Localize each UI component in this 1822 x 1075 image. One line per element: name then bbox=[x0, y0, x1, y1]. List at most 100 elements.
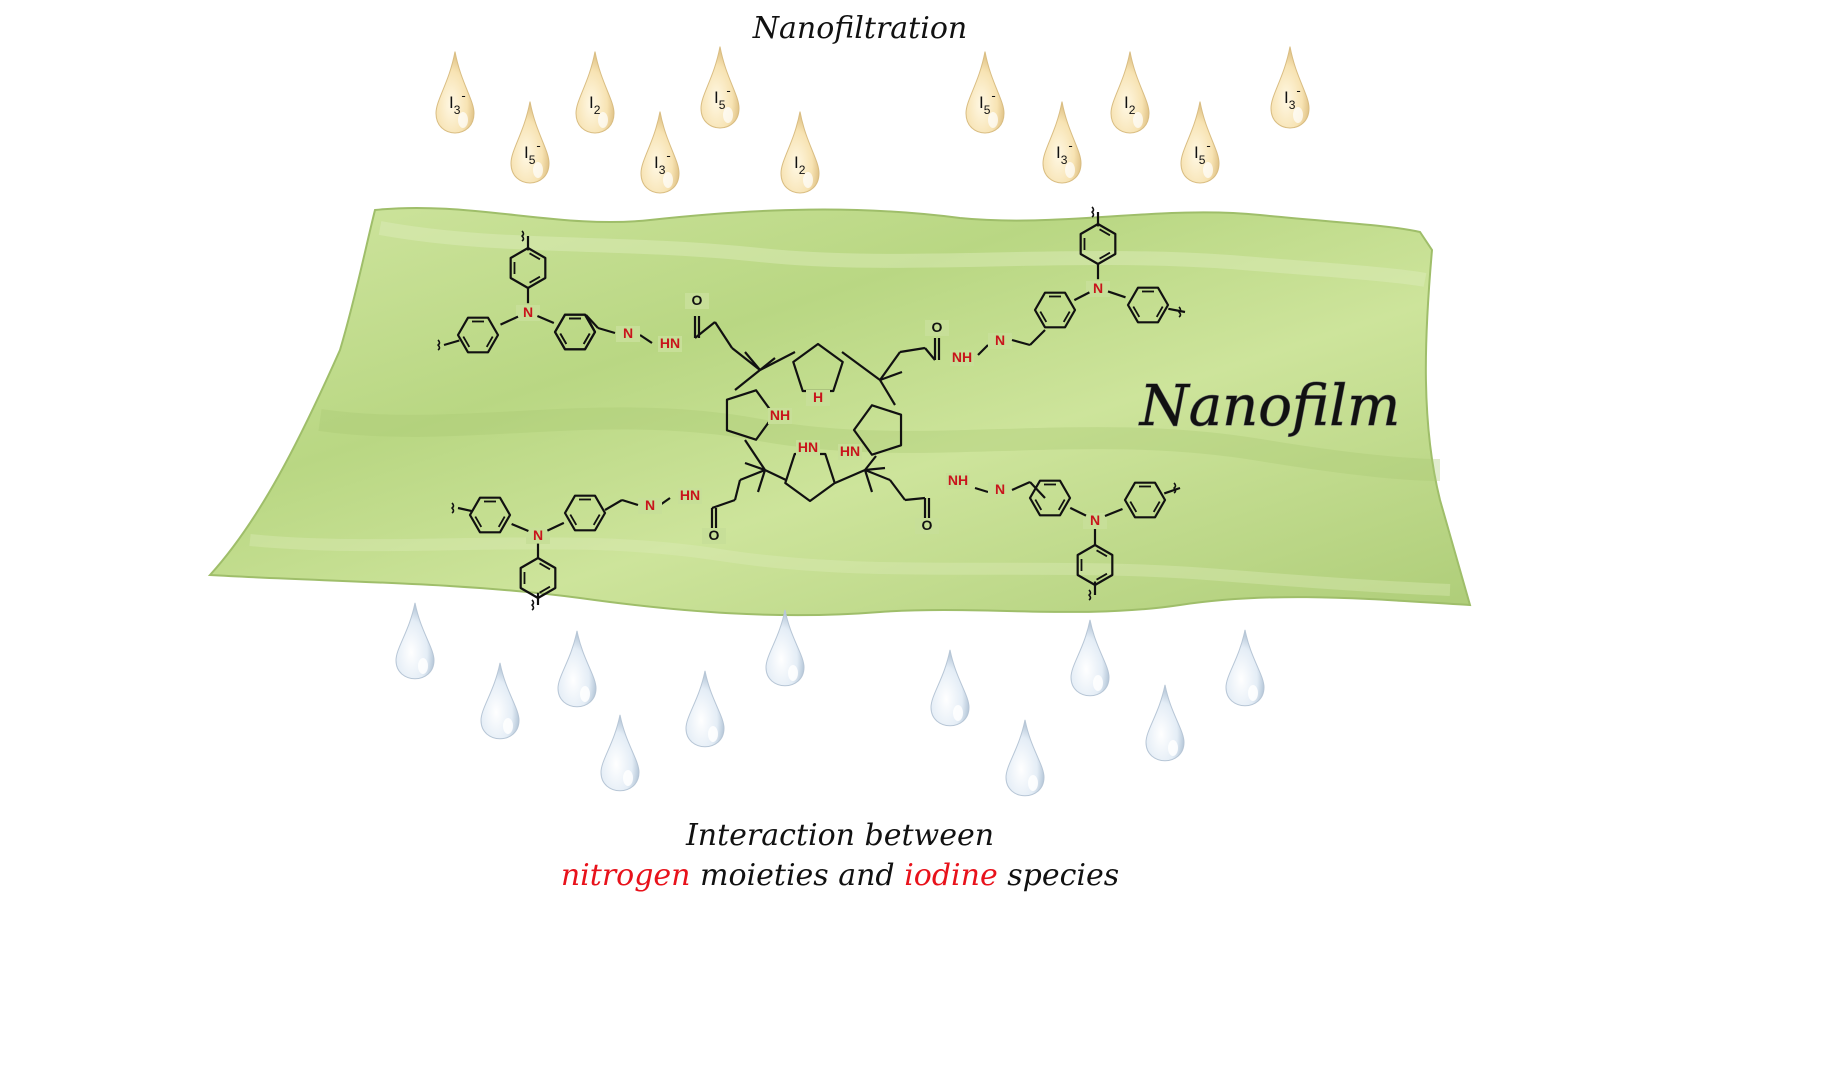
bond bbox=[1039, 311, 1048, 323]
benzene-ring bbox=[456, 316, 500, 354]
pyrrole-nh-label: HN bbox=[798, 439, 818, 455]
bond bbox=[879, 370, 903, 382]
pyrrole-nh-label: H bbox=[813, 389, 823, 405]
label-backdrop bbox=[950, 350, 974, 366]
drop-highlight bbox=[663, 172, 673, 188]
imine-n-label: N bbox=[995, 481, 1005, 497]
bond bbox=[889, 479, 906, 501]
drop-highlight bbox=[953, 705, 963, 721]
bond bbox=[585, 314, 596, 333]
iodine-subscript: 3 bbox=[454, 103, 461, 117]
bond bbox=[511, 522, 529, 533]
bond bbox=[1132, 306, 1141, 318]
bond bbox=[977, 344, 989, 356]
drop-highlight bbox=[1065, 162, 1075, 178]
drop-highlight bbox=[1248, 685, 1258, 701]
drop-shape bbox=[395, 602, 435, 680]
iodine-subscript: 5 bbox=[1199, 153, 1206, 167]
iodine-drop: I5- bbox=[1180, 101, 1220, 184]
bond bbox=[462, 336, 471, 348]
highlight-word: nitrogen bbox=[561, 858, 691, 893]
bottom-label-line1: Interaction between bbox=[685, 818, 994, 853]
pyrrole-ring bbox=[725, 389, 776, 441]
iodine-drop: I2 bbox=[1110, 51, 1150, 134]
drop-highlight bbox=[458, 112, 468, 128]
film-label: Nanofilm bbox=[1138, 374, 1401, 439]
drop-highlight bbox=[708, 726, 718, 742]
bond bbox=[904, 496, 926, 502]
polymer-continuation-mark bbox=[1088, 589, 1092, 601]
pyrrole-nh-label: HN bbox=[840, 443, 860, 459]
bond bbox=[731, 347, 761, 371]
polymer-continuation-mark bbox=[521, 230, 525, 242]
label-backdrop bbox=[946, 473, 970, 489]
bond bbox=[582, 333, 591, 345]
bottom-label-line2: nitrogen moieties and iodine species bbox=[561, 858, 1119, 893]
bond bbox=[711, 498, 736, 510]
pyrrole-nh-label: NH bbox=[770, 407, 790, 423]
bond bbox=[539, 585, 551, 594]
bond bbox=[604, 499, 623, 511]
bond bbox=[485, 336, 494, 348]
bond bbox=[879, 351, 901, 381]
label-backdrop bbox=[796, 440, 820, 456]
drop-shape bbox=[685, 670, 725, 748]
hydrazide-nh-label: NH bbox=[952, 349, 972, 365]
bond bbox=[1034, 499, 1043, 511]
iodine-superscript: - bbox=[461, 88, 465, 103]
bond bbox=[1057, 499, 1066, 511]
water-drop bbox=[685, 670, 725, 748]
bond bbox=[744, 439, 766, 471]
iodine-subscript: 3 bbox=[1061, 153, 1068, 167]
iodine-drop: I2 bbox=[780, 111, 820, 194]
label-backdrop bbox=[988, 482, 1012, 498]
iodine-drop: I5- bbox=[510, 101, 550, 184]
bond bbox=[739, 468, 766, 482]
iodine-subscript: 2 bbox=[1129, 103, 1136, 117]
drop-shape bbox=[575, 51, 615, 134]
label-backdrop bbox=[678, 488, 702, 504]
water-drop bbox=[930, 649, 970, 727]
carbonyl-o-label: O bbox=[932, 319, 943, 335]
drop-highlight bbox=[418, 658, 428, 674]
drop-shape bbox=[1180, 101, 1220, 184]
drop-highlight bbox=[1203, 162, 1213, 178]
bond bbox=[1011, 338, 1031, 347]
bond bbox=[864, 455, 877, 471]
bond bbox=[529, 252, 541, 261]
drop-shape bbox=[700, 46, 740, 129]
benzene-ring bbox=[1126, 286, 1170, 324]
drop-highlight bbox=[988, 112, 998, 128]
drop-shape bbox=[765, 609, 805, 687]
iodine-subscript: 3 bbox=[659, 163, 666, 177]
drop-shape bbox=[1042, 101, 1082, 184]
caption-text: moieties and bbox=[691, 858, 905, 893]
bond bbox=[1029, 481, 1046, 499]
iodine-species-label: I2 bbox=[1124, 93, 1136, 117]
hydrazide-nh-label: HN bbox=[680, 487, 700, 503]
drop-highlight bbox=[1168, 740, 1178, 756]
bond bbox=[1096, 549, 1108, 558]
bond bbox=[1062, 311, 1071, 323]
iodine-superscript: - bbox=[1206, 138, 1210, 153]
bond bbox=[1152, 501, 1161, 513]
bond bbox=[759, 351, 796, 371]
iodine-drop: I3- bbox=[435, 51, 475, 134]
iodine-superscript: - bbox=[666, 148, 670, 163]
iodine-superscript: - bbox=[1068, 138, 1072, 153]
iodine-drop: I5- bbox=[700, 46, 740, 129]
drop-shape bbox=[1225, 629, 1265, 707]
bond bbox=[569, 514, 578, 526]
hydrazide-nh-label: HN bbox=[660, 335, 680, 351]
iodine-superscript: - bbox=[991, 88, 995, 103]
bond bbox=[592, 514, 601, 526]
pyrrole-ring bbox=[852, 404, 903, 456]
drop-shape bbox=[435, 51, 475, 134]
bond bbox=[500, 315, 519, 326]
iodine-drop: I3- bbox=[640, 111, 680, 194]
drop-shape bbox=[1070, 619, 1110, 697]
bond bbox=[1029, 329, 1046, 346]
bond bbox=[1104, 507, 1123, 518]
bond bbox=[559, 333, 568, 345]
